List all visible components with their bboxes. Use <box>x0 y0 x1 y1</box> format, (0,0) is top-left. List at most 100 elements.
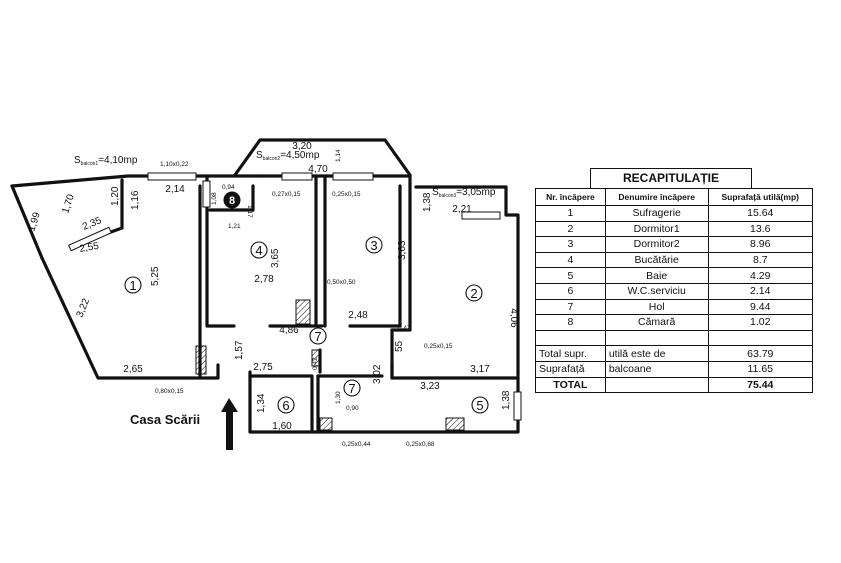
summary-label-a: Suprafață <box>535 360 606 378</box>
svg-text:3,17: 3,17 <box>470 364 490 375</box>
svg-text:3,22: 3,22 <box>75 297 93 320</box>
row-area: 13.6 <box>707 220 813 238</box>
row-name: Sufragerie <box>604 205 709 222</box>
svg-text:0,25x0,68: 0,25x0,68 <box>406 441 435 448</box>
row-name: W.C.serviciu <box>604 282 709 300</box>
recap-table: Nr. încăpere Denumire încăpere Suprafață… <box>535 188 813 394</box>
summary-value: 63.79 <box>707 345 813 362</box>
svg-text:2,75: 2,75 <box>253 362 273 373</box>
svg-text:55: 55 <box>394 340 405 352</box>
row-name: Dormitor2 <box>604 236 709 253</box>
recap-table-panel: RECAPITULAȚIE Nr. încăpere Denumire încă… <box>535 168 813 394</box>
dimension-labels: 3,20 4,70 1,14 2,14 1,16 1,20 1,70 2,35 … <box>26 141 519 432</box>
room-marker-7b: 7 <box>348 381 355 396</box>
row-area: 8.96 <box>707 236 813 253</box>
svg-text:2,55: 2,55 <box>79 241 101 255</box>
svg-text:2,21: 2,21 <box>452 204 472 215</box>
svg-text:1,57: 1,57 <box>234 340 245 360</box>
row-area: 9.44 <box>707 298 813 316</box>
recap-title: RECAPITULAȚIE <box>590 168 752 188</box>
row-area <box>707 329 813 347</box>
room-marker-1: 1 <box>129 278 136 293</box>
svg-text:0,50x0,50: 0,50x0,50 <box>327 279 356 286</box>
svg-text:1,70: 1,70 <box>60 193 77 215</box>
row-name: Hol <box>604 298 709 316</box>
svg-text:2,48: 2,48 <box>348 310 368 321</box>
svg-text:0,80x0,15: 0,80x0,15 <box>155 388 184 395</box>
svg-text:0,94: 0,94 <box>222 184 235 191</box>
svg-text:3,02: 3,02 <box>372 364 383 384</box>
svg-text:1,14: 1,14 <box>335 149 342 162</box>
header-area: Suprafață utilă(mp) <box>707 188 813 206</box>
room-marker-6: 6 <box>282 398 289 413</box>
svg-text:1,38: 1,38 <box>501 390 512 410</box>
windows <box>68 172 522 421</box>
header-nr: Nr. încăpere <box>535 188 606 206</box>
stair-label: Casa Scării <box>130 412 200 427</box>
row-name: Baie <box>604 267 709 284</box>
svg-text:1,20: 1,20 <box>110 186 121 206</box>
summary-label-b: utilă este de <box>604 345 709 362</box>
svg-text:4,06: 4,06 <box>508 308 519 328</box>
row-name: Dormitor1 <box>604 220 709 238</box>
svg-text:2,14: 2,14 <box>165 184 185 195</box>
summary-value: 75.44 <box>707 376 813 394</box>
svg-text:1,10x0,22: 1,10x0,22 <box>160 161 189 168</box>
row-nr <box>535 329 606 347</box>
row-area: 1.02 <box>707 314 813 331</box>
svg-text:2,35: 2,35 <box>81 215 104 233</box>
svg-text:3,65: 3,65 <box>270 248 281 268</box>
svg-text:0,42: 0,42 <box>312 357 319 370</box>
room-marker-4: 4 <box>255 243 262 258</box>
svg-text:4,86: 4,86 <box>279 325 299 336</box>
svg-text:0,27x0,15: 0,27x0,15 <box>272 191 301 198</box>
svg-text:3,63: 3,63 <box>397 240 408 260</box>
room-marker-5: 5 <box>476 398 483 413</box>
svg-text:0,25x0,15: 0,25x0,15 <box>332 191 361 198</box>
stair-arrow <box>221 398 238 450</box>
table-row <box>535 329 813 347</box>
row-name <box>604 329 709 347</box>
svg-text:1,21: 1,21 <box>228 223 241 230</box>
small-labels: 1,10x0,22 0,27x0,15 0,25x0,15 0,50x0,50 … <box>155 161 453 448</box>
svg-text:1,34: 1,34 <box>256 393 267 413</box>
svg-text:1,08: 1,08 <box>211 192 218 205</box>
header-name: Denumire încăpere <box>604 188 709 206</box>
row-nr: 4 <box>535 251 606 269</box>
svg-text:Sbalcon1=4,10mp: Sbalcon1=4,10mp <box>74 155 138 167</box>
outer-walls <box>10 138 520 434</box>
row-name: Cămară <box>604 314 709 331</box>
svg-text:2,78: 2,78 <box>254 274 274 285</box>
row-nr: 5 <box>535 267 606 284</box>
svg-text:5,25: 5,25 <box>150 266 161 286</box>
row-name: Bucătărie <box>604 251 709 269</box>
row-area: 8.7 <box>707 251 813 269</box>
svg-text:4,70: 4,70 <box>308 164 328 175</box>
svg-text:0,47: 0,47 <box>398 325 411 332</box>
svg-text:0,25x0,44: 0,25x0,44 <box>342 441 371 448</box>
row-area: 2.14 <box>707 282 813 300</box>
row-area: 15.64 <box>707 205 813 222</box>
svg-text:3,23: 3,23 <box>420 381 440 392</box>
row-nr: 3 <box>535 236 606 253</box>
row-nr: 8 <box>535 314 606 331</box>
room-marker-2: 2 <box>470 286 477 301</box>
room-marker-7: 7 <box>314 329 321 344</box>
summary-label-b: balcoane <box>604 360 709 378</box>
row-nr: 6 <box>535 282 606 300</box>
svg-text:Sbalcon3=3,05mp: Sbalcon3=3,05mp <box>432 187 496 199</box>
svg-text:0,25x0,15: 0,25x0,15 <box>424 343 453 350</box>
row-nr: 2 <box>535 220 606 238</box>
row-area: 4.29 <box>707 267 813 284</box>
summary-value: 11.65 <box>707 360 813 378</box>
